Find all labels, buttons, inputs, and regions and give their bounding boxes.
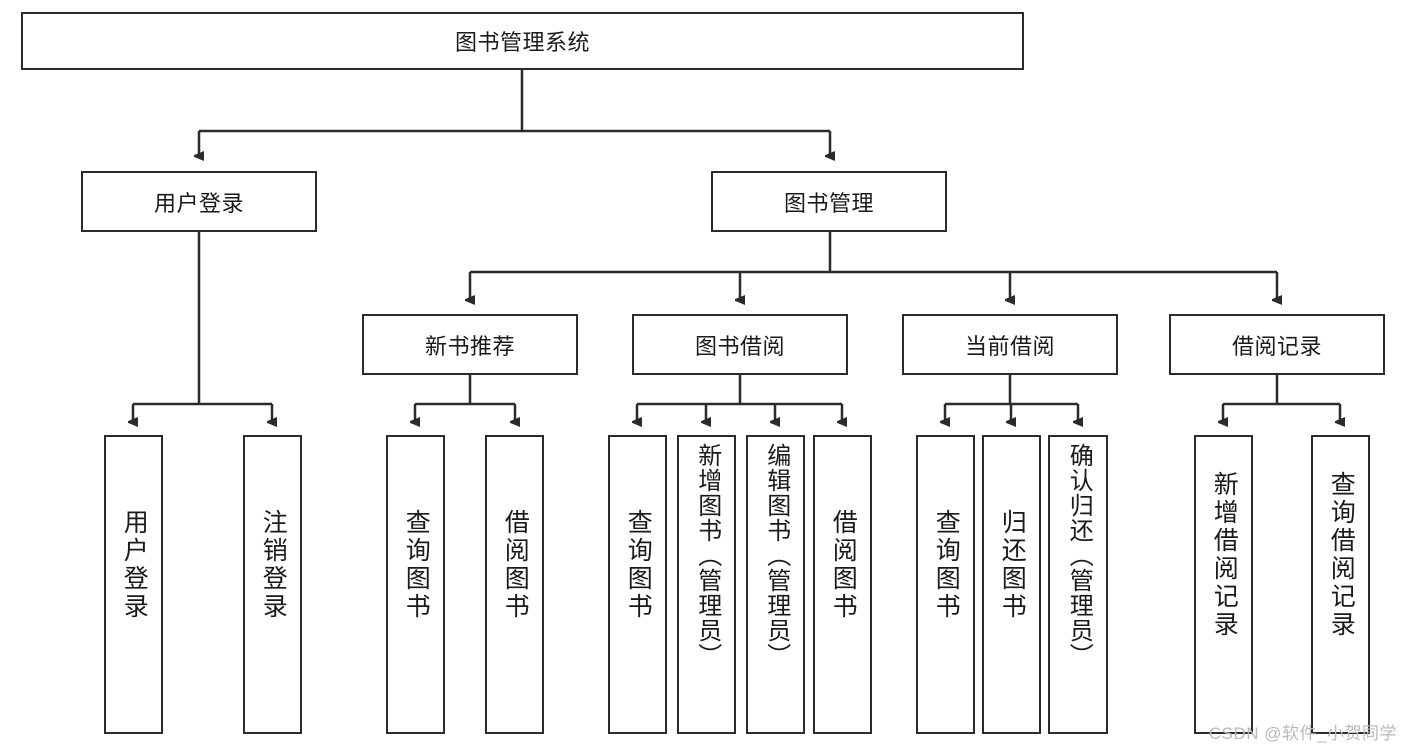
leaf-book-borrow-borrow[interactable]: 借阅图书: [813, 435, 872, 734]
leaf-new-book-borrow[interactable]: 借阅图书: [485, 435, 544, 734]
node-label: 借阅图书: [501, 509, 530, 621]
node-label: 用户登录: [153, 190, 244, 216]
leaf-book-borrow-query[interactable]: 查询图书: [608, 435, 667, 734]
node-label: 图书管理: [783, 190, 874, 216]
node-label: 查询图书: [402, 509, 431, 621]
leaf-user-login-logout[interactable]: 注销登录: [243, 435, 302, 734]
csdn-watermark: CSDN @软件_小贺同学: [1208, 724, 1397, 743]
node-user-login[interactable]: 用户登录: [81, 171, 317, 232]
node-book-borrow[interactable]: 图书借阅: [632, 314, 848, 375]
node-label: 新书推荐: [424, 333, 515, 359]
node-label: 图书借阅: [694, 333, 785, 359]
node-label: 注销登录: [259, 509, 288, 621]
node-label: 查询图书: [932, 509, 961, 621]
node-label: 确认归还（管理员）: [1065, 443, 1093, 668]
node-label: 图书管理系统: [454, 30, 590, 55]
node-label: 借阅图书: [829, 509, 858, 621]
leaf-book-borrow-edit-admin[interactable]: 编辑图书（管理员）: [746, 435, 805, 734]
node-label: 编辑图书（管理员）: [762, 443, 790, 668]
leaf-borrow-record-add[interactable]: 新增借阅记录: [1194, 435, 1253, 734]
node-label: 新增图书（管理员）: [693, 443, 721, 668]
node-new-book-recommend[interactable]: 新书推荐: [362, 314, 578, 375]
node-label: 查询图书: [624, 509, 653, 621]
leaf-borrow-record-query[interactable]: 查询借阅记录: [1311, 435, 1370, 734]
leaf-user-login-login[interactable]: 用户登录: [104, 435, 163, 734]
leaf-new-book-query[interactable]: 查询图书: [386, 435, 445, 734]
node-label: 当前借阅: [964, 333, 1055, 359]
leaf-current-borrow-return[interactable]: 归还图书: [982, 435, 1041, 734]
node-borrow-record[interactable]: 借阅记录: [1169, 314, 1385, 375]
node-label: 新增借阅记录: [1210, 471, 1239, 639]
leaf-current-borrow-confirm-admin[interactable]: 确认归还（管理员）: [1048, 435, 1108, 734]
node-label: 用户登录: [120, 509, 149, 621]
node-label: 借阅记录: [1231, 333, 1322, 359]
node-label: 归还图书: [998, 509, 1027, 621]
leaf-book-borrow-add-admin[interactable]: 新增图书（管理员）: [677, 435, 736, 734]
node-label: 查询借阅记录: [1327, 471, 1356, 639]
node-current-borrow[interactable]: 当前借阅: [902, 314, 1118, 375]
node-root-system[interactable]: 图书管理系统: [21, 12, 1024, 70]
node-book-management[interactable]: 图书管理: [711, 171, 947, 232]
leaf-current-borrow-query[interactable]: 查询图书: [916, 435, 975, 734]
